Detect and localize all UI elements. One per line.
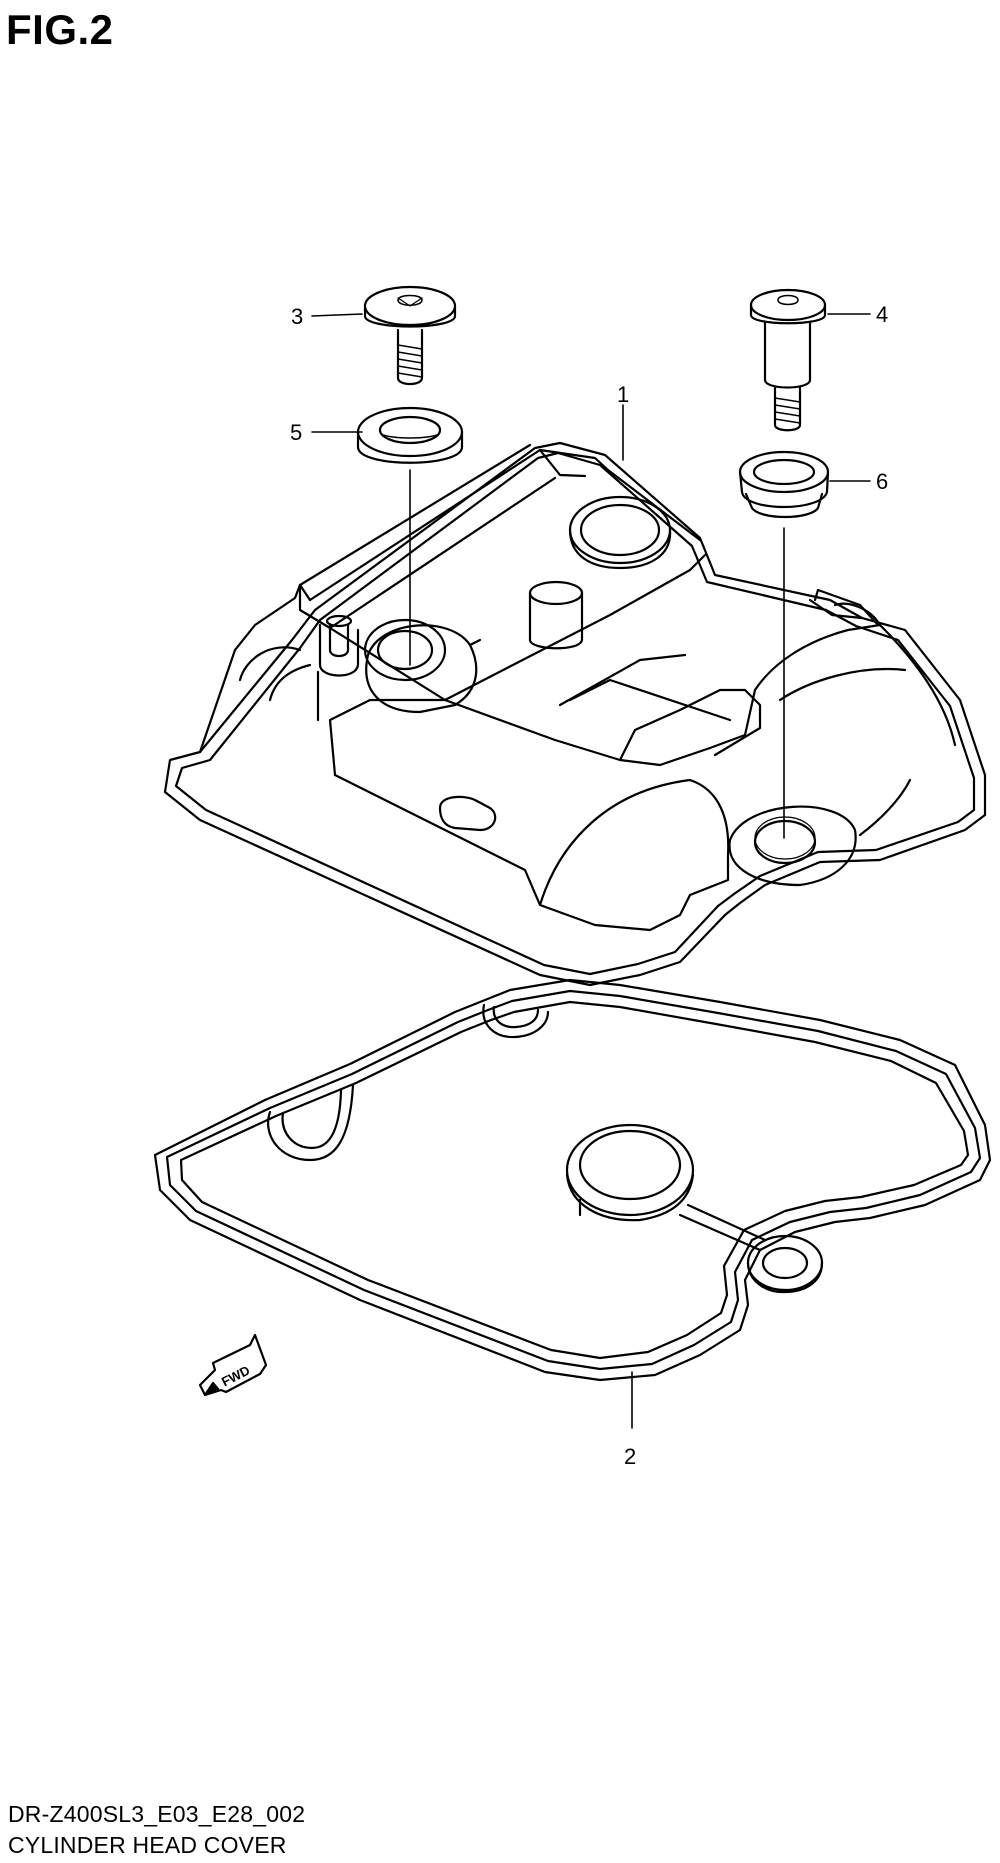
part-gasket [153,978,992,1382]
assembly-center-lines [409,469,785,839]
diagram-code: DR-Z400SL3_E03_E28_002 [8,1801,306,1827]
part-washer-5 [356,406,464,464]
callout-6: 6 [876,469,888,494]
callout-2: 2 [624,1444,636,1469]
figure-title: FIG.2 [6,6,114,53]
callout-4: 4 [876,302,888,327]
part-bolt-4 [749,288,827,432]
part-bolt-3 [363,285,457,386]
callout-1: 1 [617,382,629,407]
callout-5: 5 [290,420,302,445]
callout-3: 3 [291,304,303,329]
part-cylinder-head-cover [163,441,987,987]
fwd-direction-arrow-icon [198,1333,268,1397]
diagram-name: CYLINDER HEAD COVER [8,1832,287,1858]
part-grommet-6 [738,450,830,518]
leader-lines [311,313,871,1429]
